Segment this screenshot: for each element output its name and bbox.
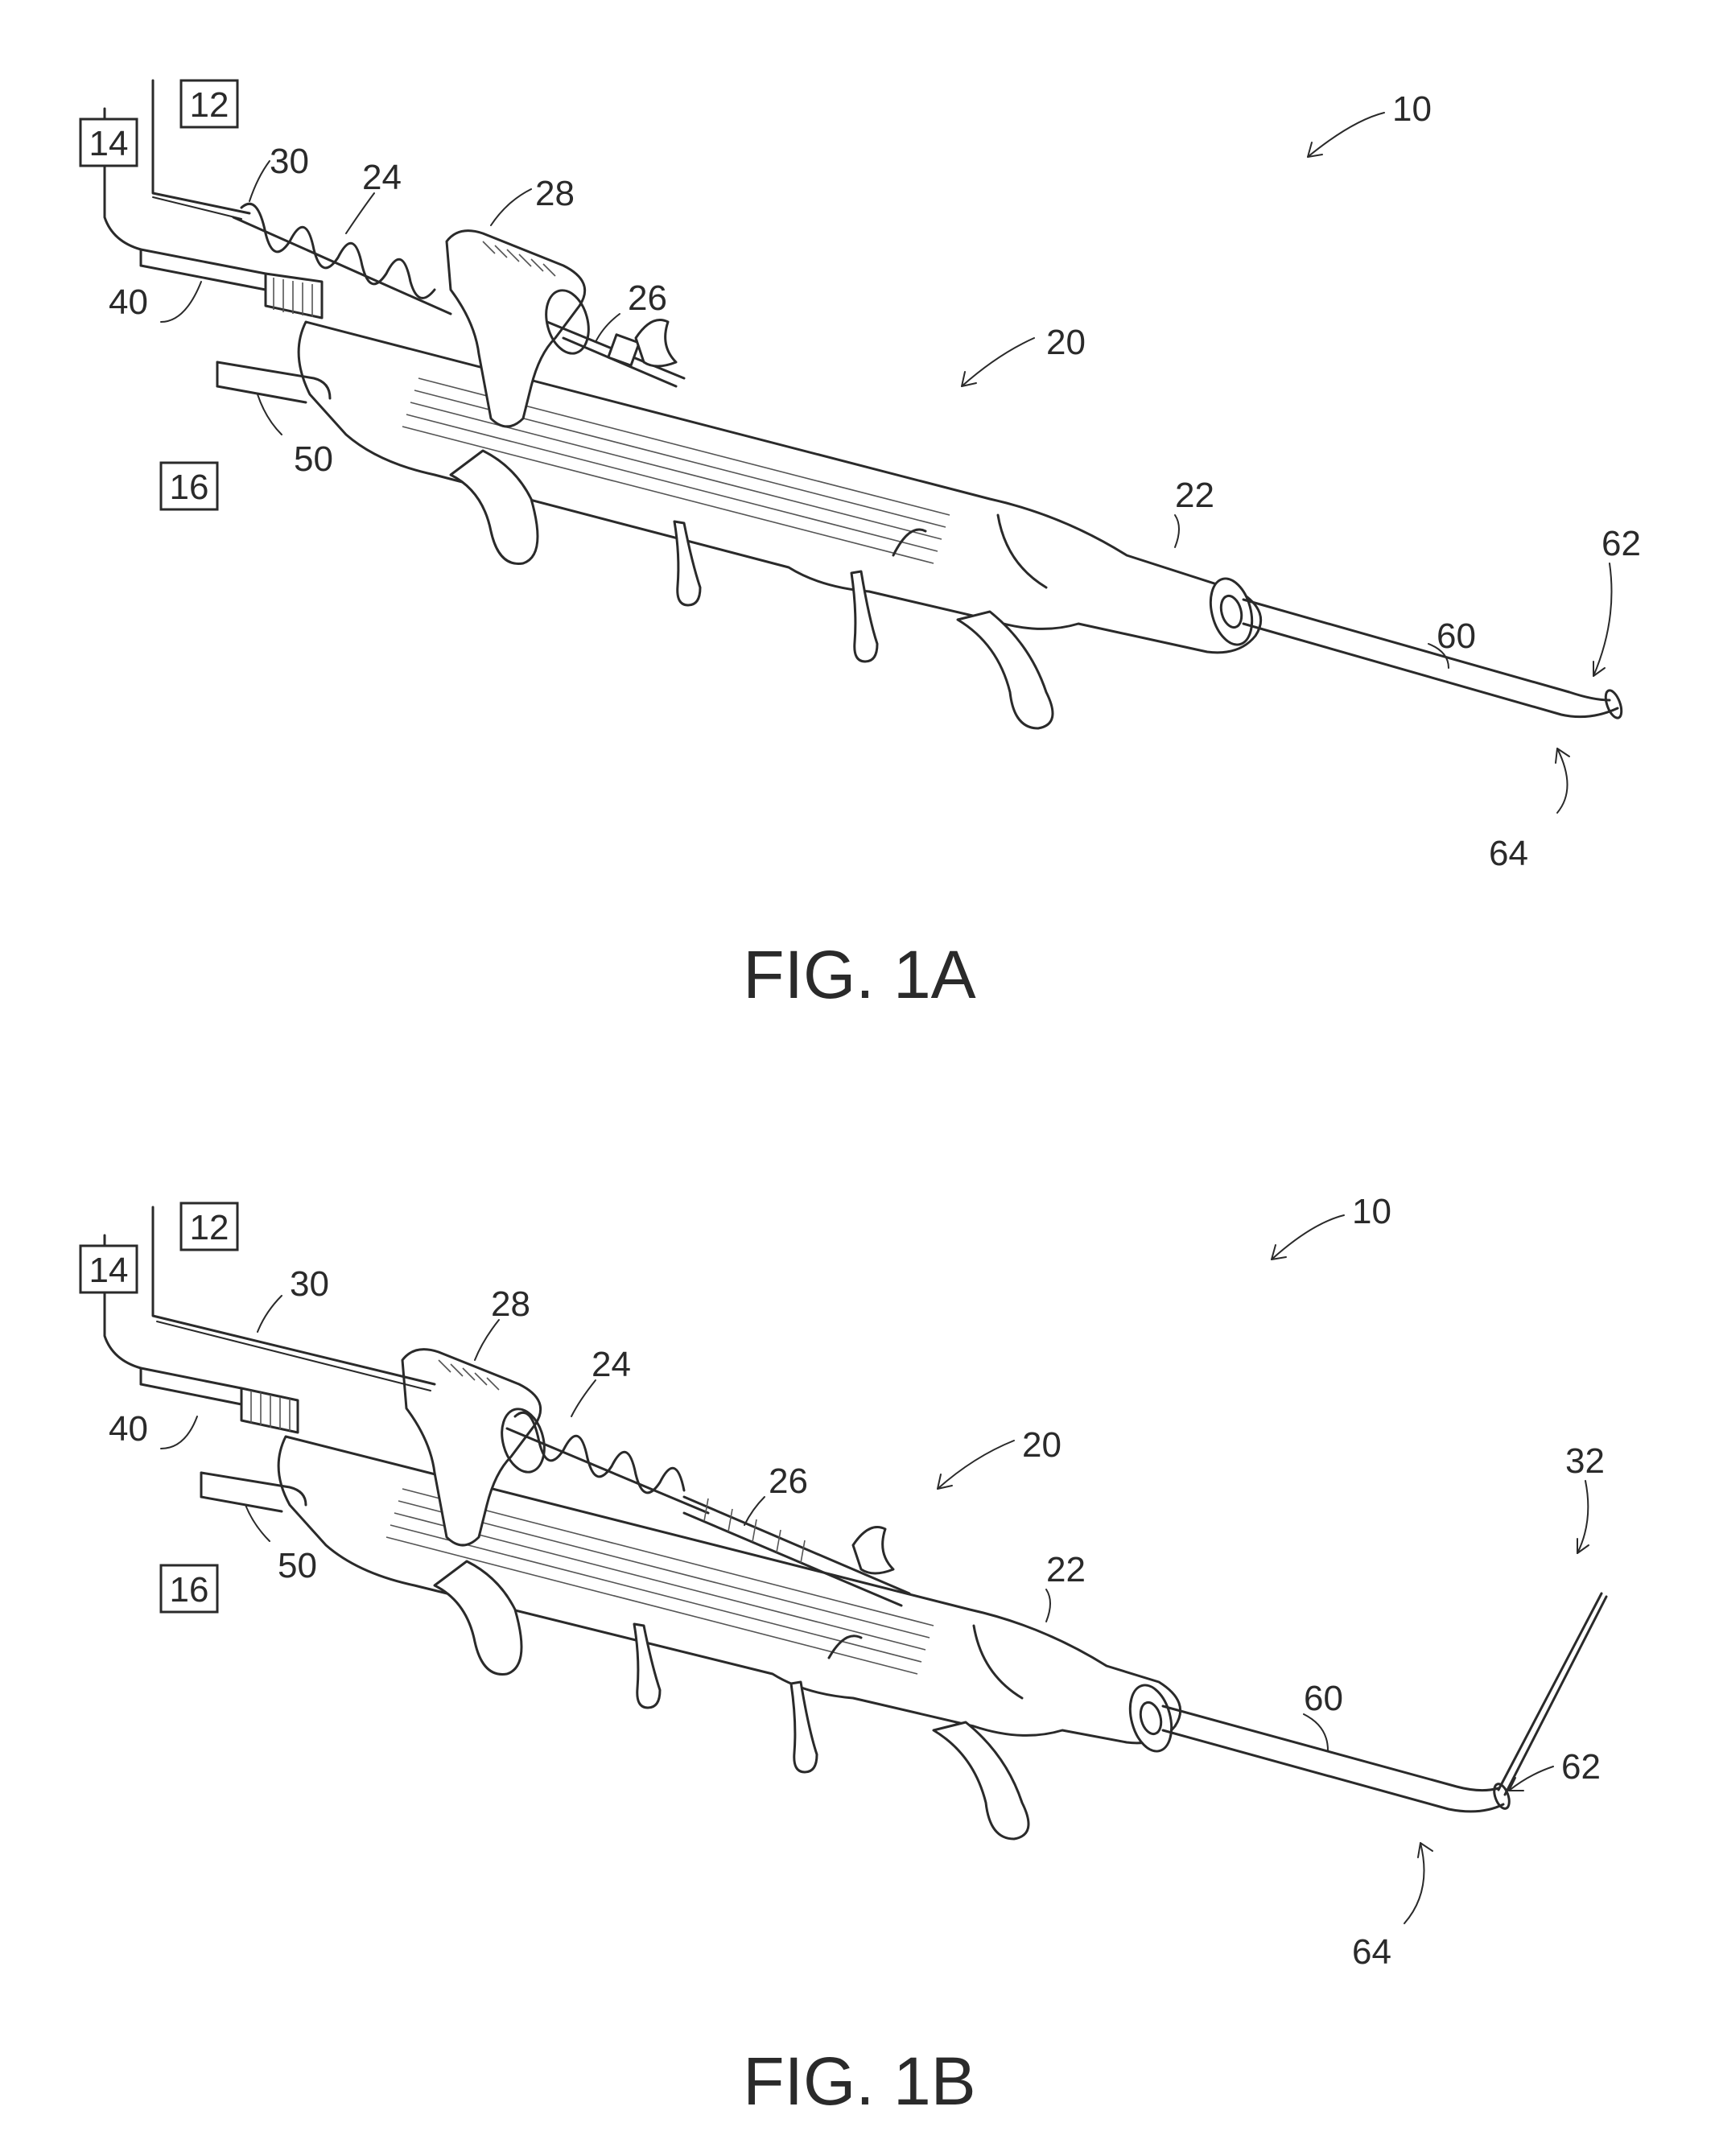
label-64-1a: 64: [1489, 834, 1528, 873]
caption-fig-1a: FIG. 1A: [743, 937, 975, 1012]
label-26-1b: 26: [769, 1461, 808, 1501]
label-62-1b: 62: [1561, 1747, 1601, 1787]
label-16-1b: 16: [170, 1570, 209, 1610]
label-10-1a: 10: [1392, 89, 1432, 129]
label-16-1a: 16: [170, 468, 209, 507]
label-26-1a: 26: [628, 278, 667, 318]
label-22-1a: 22: [1175, 476, 1214, 515]
label-50-1b: 50: [278, 1546, 317, 1585]
figure-1a: 12 14 16 10 20 22 24 26 28 30 40 50 60 6…: [80, 80, 1641, 1012]
label-12-1a: 12: [190, 85, 229, 125]
label-60-1b: 60: [1304, 1679, 1343, 1718]
label-62-1a: 62: [1602, 524, 1641, 563]
label-14-1a: 14: [89, 124, 129, 163]
label-32-1b: 32: [1565, 1441, 1605, 1481]
label-22-1b: 22: [1046, 1550, 1086, 1589]
device-body-1b: [278, 1437, 1181, 1839]
label-24-1b: 24: [592, 1345, 631, 1384]
label-28-1b: 28: [491, 1284, 530, 1324]
label-12-1b: 12: [190, 1208, 229, 1247]
label-60-1a: 60: [1437, 616, 1476, 656]
device-body-1a: [299, 322, 1261, 728]
figure-1b: 12 14 16 10 20 22 24 26 28 30 32 40 50: [80, 1192, 1606, 2119]
label-14-1b: 14: [89, 1251, 129, 1290]
label-24-1a: 24: [362, 158, 402, 197]
label-40-1a: 40: [109, 282, 148, 322]
label-10-1b: 10: [1352, 1192, 1391, 1231]
label-20-1a: 20: [1046, 323, 1086, 362]
label-50-1a: 50: [294, 439, 333, 479]
label-20-1b: 20: [1022, 1425, 1061, 1465]
needle-1b: [1163, 1593, 1606, 1812]
caption-fig-1b: FIG. 1B: [743, 2043, 975, 2119]
cables-1a: [105, 80, 330, 402]
label-40-1b: 40: [109, 1409, 148, 1449]
label-28-1a: 28: [535, 174, 575, 213]
label-30-1a: 30: [270, 142, 309, 181]
needle-1a: [1243, 600, 1625, 720]
label-30-1b: 30: [290, 1264, 329, 1304]
spring-1b: [507, 1412, 708, 1513]
label-64-1b: 64: [1352, 1932, 1391, 1972]
